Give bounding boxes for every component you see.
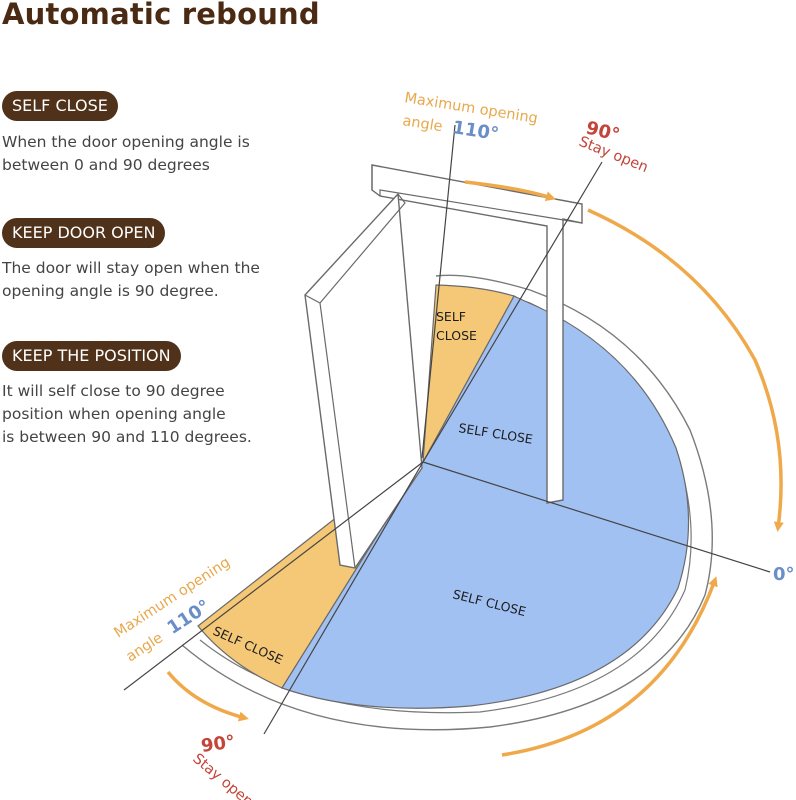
stay-open-line-top <box>422 161 603 463</box>
stay-open-line-bottom <box>263 461 424 735</box>
zero-degree-line <box>422 461 771 573</box>
stay-open-angle-bottom: 90° <box>200 731 237 757</box>
max-opening-label-top-line2: angle 110° <box>401 109 500 145</box>
max-angle-line-top <box>421 124 456 459</box>
mode-description-keep-position: It will self close to 90 degree position… <box>2 380 252 449</box>
max-angle-line-bottom <box>123 461 424 691</box>
desc-line: position when opening angle <box>2 405 226 423</box>
keep-position-zone-top <box>422 284 515 463</box>
rotation-arrow-bottom-right <box>501 576 718 757</box>
mode-description-self-close: When the door opening angle is between 0… <box>2 131 250 177</box>
desc-line: It will self close to 90 degree <box>2 382 225 400</box>
door-frame-top <box>371 164 583 504</box>
page-title: Automatic rebound <box>2 0 320 31</box>
desc-line: The door will stay open when the <box>2 259 260 277</box>
door-panel-edge <box>304 193 406 569</box>
rotation-arrow-top <box>464 180 556 201</box>
stay-open-text-bottom: Stay open <box>189 751 255 800</box>
rotation-arrow-bottom-left <box>166 670 249 722</box>
desc-line: When the door opening angle is <box>2 133 250 151</box>
desc-line: is between 90 and 110 degrees. <box>2 428 252 446</box>
door-frame-top-edge <box>371 165 583 224</box>
zero-degree-label: 0° <box>773 564 795 585</box>
mode-description-keep-door-open: The door will stay open when the opening… <box>2 257 260 303</box>
desc-line: between 0 and 90 degrees <box>2 156 210 174</box>
rotation-arrow-right <box>587 208 784 532</box>
door-panel <box>304 192 423 569</box>
desc-line: opening angle is 90 degree. <box>2 282 219 300</box>
mode-badge-self-close: SELF CLOSE <box>2 91 118 121</box>
mode-badge-keep-door-open: KEEP DOOR OPEN <box>2 218 166 248</box>
mode-badge-keep-position: KEEP THE POSITION <box>2 341 181 371</box>
zone-label-top-small: SELF CLOSE <box>436 309 477 343</box>
